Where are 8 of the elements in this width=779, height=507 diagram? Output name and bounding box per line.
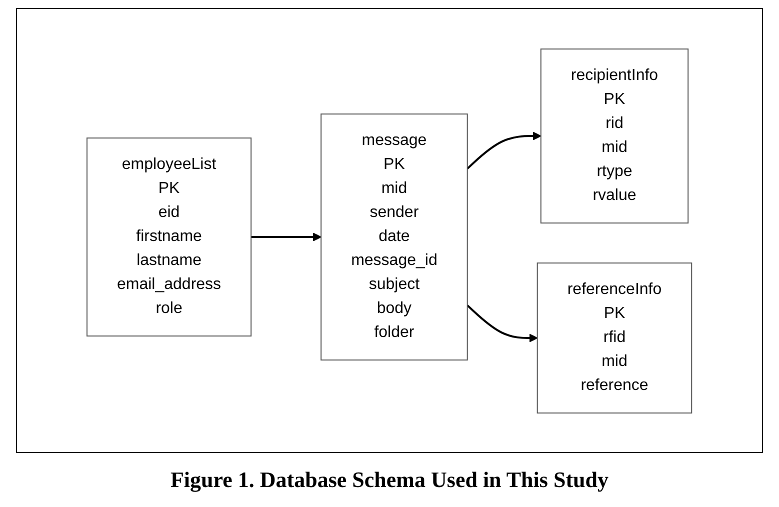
node-box: employeeList PK eid firstname lastname email_address role bbox=[86, 137, 252, 336]
arrow bbox=[251, 232, 322, 241]
arrow bbox=[466, 131, 542, 169]
node-box: referenceInfo PK rfid mid reference bbox=[537, 262, 692, 413]
node-box: recipientInfo PK rid mid rtype rvalue bbox=[540, 48, 689, 223]
figure-caption: Figure 1. Database Schema Used in This Study bbox=[169, 466, 610, 494]
arrow bbox=[466, 304, 538, 342]
node-box: message PK mid sender date message_id subject body folder bbox=[320, 113, 468, 360]
